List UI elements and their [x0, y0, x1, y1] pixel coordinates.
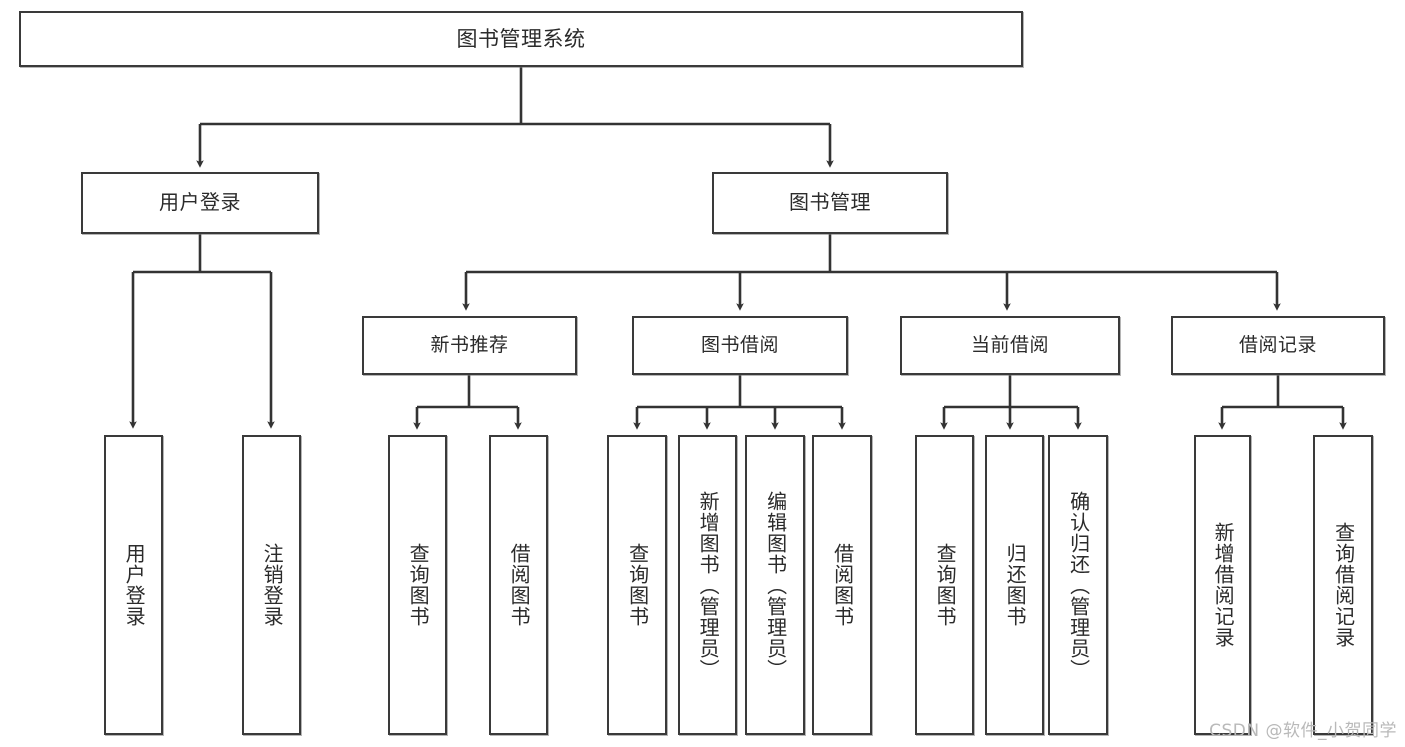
- node-label: 查询图书: [625, 543, 650, 627]
- node-label: 查询图书: [933, 543, 958, 627]
- node-user-login[interactable]: 用户登录: [81, 172, 319, 234]
- leaf-borrow-record-add[interactable]: 新增借阅记录: [1194, 435, 1251, 735]
- node-label: 编辑图书（管理员）: [763, 490, 788, 680]
- leaf-book-borrow-edit[interactable]: 编辑图书（管理员）: [745, 435, 805, 735]
- leaf-new-book-borrow[interactable]: 借阅图书: [489, 435, 548, 735]
- node-label: 新增图书（管理员）: [696, 490, 721, 680]
- node-label: 新书推荐: [430, 334, 509, 357]
- leaf-current-borrow-return[interactable]: 归还图书: [985, 435, 1044, 735]
- leaf-borrow-record-query[interactable]: 查询借阅记录: [1313, 435, 1373, 735]
- leaf-current-borrow-confirm-return[interactable]: 确认归还（管理员）: [1048, 435, 1108, 735]
- leaf-current-borrow-query[interactable]: 查询图书: [915, 435, 974, 735]
- node-label: 注销登录: [260, 543, 285, 627]
- leaf-book-borrow-query[interactable]: 查询图书: [607, 435, 667, 735]
- node-borrow-record[interactable]: 借阅记录: [1171, 316, 1385, 375]
- leaf-book-borrow-lend[interactable]: 借阅图书: [812, 435, 872, 735]
- node-new-book-recommend[interactable]: 新书推荐: [362, 316, 577, 375]
- node-label: 查询借阅记录: [1331, 522, 1356, 648]
- node-label: 借阅图书: [830, 543, 855, 627]
- node-book-management[interactable]: 图书管理: [712, 172, 948, 234]
- node-label: 查询图书: [406, 543, 431, 627]
- leaf-user-login-signin[interactable]: 用户登录: [104, 435, 163, 735]
- node-label: 用户登录: [122, 543, 147, 627]
- leaf-new-book-query[interactable]: 查询图书: [388, 435, 447, 735]
- node-label: 确认归还（管理员）: [1066, 490, 1091, 680]
- node-label: 用户登录: [159, 190, 241, 215]
- leaf-user-login-signout[interactable]: 注销登录: [242, 435, 301, 735]
- node-label: 借阅图书: [507, 543, 532, 627]
- node-root-system[interactable]: 图书管理系统: [19, 11, 1023, 67]
- leaf-book-borrow-add[interactable]: 新增图书（管理员）: [678, 435, 737, 735]
- csdn-watermark: CSDN @软件_小贺同学: [1209, 721, 1397, 741]
- node-label: 归还图书: [1003, 543, 1028, 627]
- node-current-borrow[interactable]: 当前借阅: [900, 316, 1120, 375]
- node-label: 新增借阅记录: [1211, 522, 1236, 648]
- node-book-borrow[interactable]: 图书借阅: [632, 316, 848, 375]
- node-label: 图书管理: [789, 190, 871, 215]
- node-label: 图书借阅: [700, 334, 779, 357]
- node-label: 借阅记录: [1238, 334, 1317, 357]
- node-label: 图书管理系统: [456, 26, 586, 51]
- node-label: 当前借阅: [970, 334, 1049, 357]
